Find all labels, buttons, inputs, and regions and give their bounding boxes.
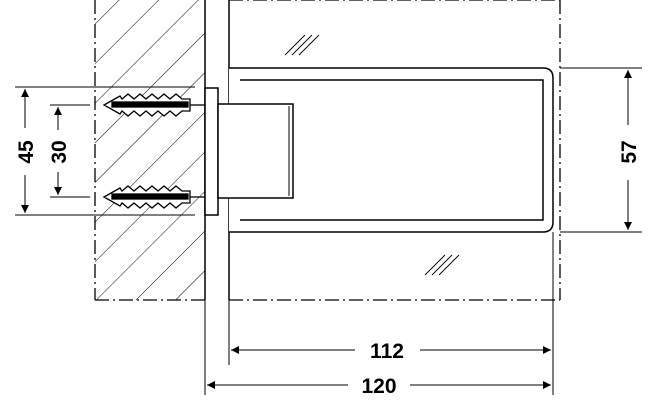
dimension-120: 120 [361, 375, 396, 398]
wall-anchor-bottom [102, 185, 205, 209]
glass-mark-bottom [424, 254, 460, 276]
dimension-57: 57 [618, 140, 641, 163]
wall-anchor-top [102, 93, 205, 117]
wall-section [94, 0, 206, 301]
dimension-45: 45 [15, 140, 38, 164]
glass-mark-top [284, 34, 320, 56]
dimension-112: 112 [370, 340, 404, 363]
bracket-clamp [204, 67, 554, 233]
dimension-lines [15, 67, 642, 395]
dimension-30: 30 [48, 140, 71, 163]
glass-shelf [228, 0, 561, 301]
